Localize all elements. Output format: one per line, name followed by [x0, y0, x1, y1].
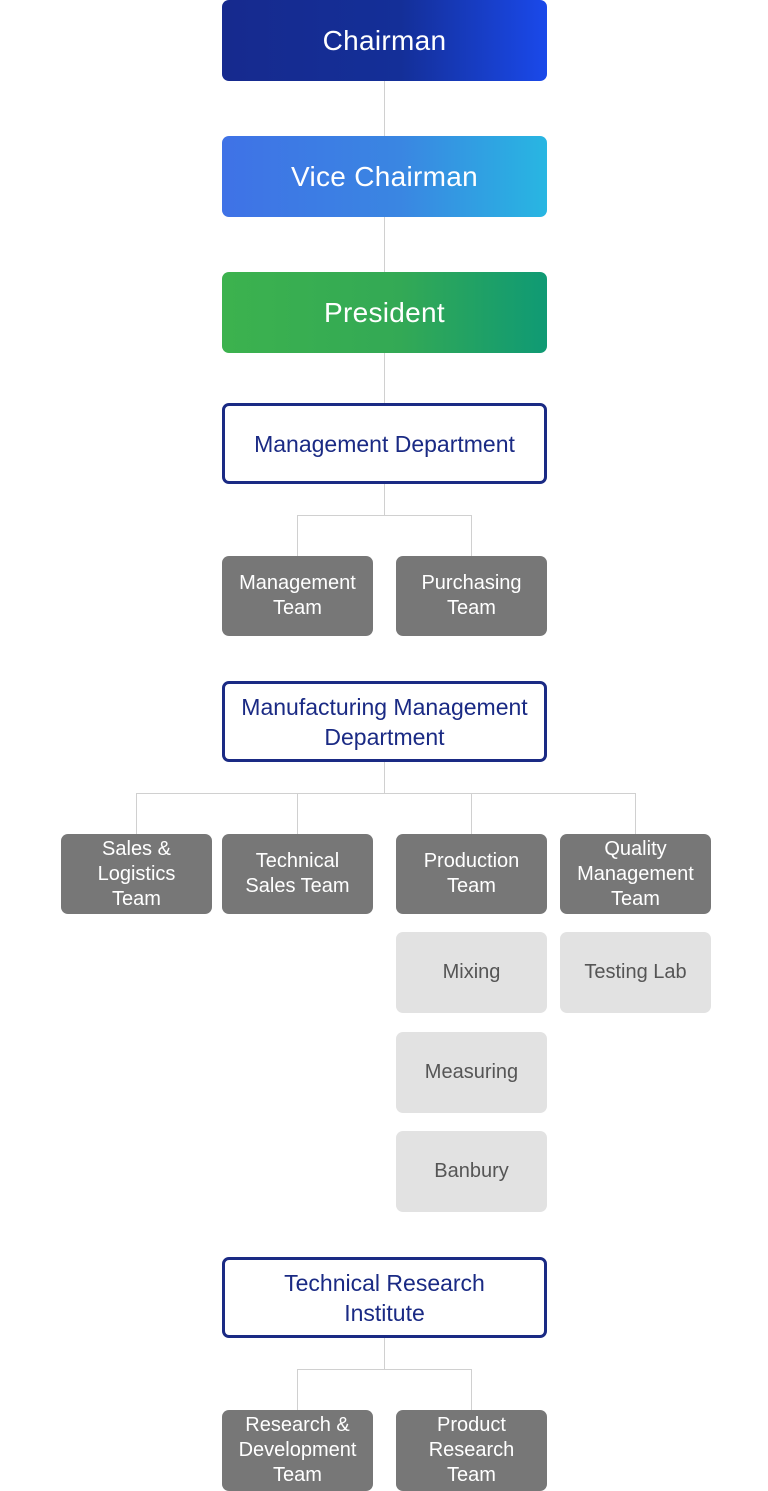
- connector-purchasing-team: [471, 515, 472, 556]
- manufacturing-department-box: Manufacturing Management Department: [222, 681, 547, 762]
- research-institute-box: Technical Research Institute: [222, 1257, 547, 1338]
- president-box: President: [222, 272, 547, 353]
- connector-manufacturing-bar: [136, 793, 636, 794]
- purchasing-team-box: Purchasing Team: [396, 556, 547, 636]
- connector-management-bar: [297, 515, 472, 516]
- quality-management-team-box: Quality Management Team: [560, 834, 711, 914]
- product-research-team-box: Product Research Team: [396, 1410, 547, 1491]
- connector-product-research-team: [471, 1369, 472, 1410]
- connector-manufacturing-stem: [384, 762, 385, 793]
- connector-research-bar: [297, 1369, 472, 1370]
- connector-management-stem: [384, 484, 385, 515]
- connector-research-stem: [384, 1338, 385, 1369]
- management-department-box: Management Department: [222, 403, 547, 484]
- testing-lab-unit-box: Testing Lab: [560, 932, 711, 1013]
- mixing-unit-box: Mixing: [396, 932, 547, 1013]
- rnd-team-box: Research & Development Team: [222, 1410, 373, 1491]
- connector-quality: [635, 793, 636, 834]
- technical-sales-team-box: Technical Sales Team: [222, 834, 373, 914]
- connector-management-team: [297, 515, 298, 556]
- connector-technical-sales: [297, 793, 298, 834]
- connector-rnd-team: [297, 1369, 298, 1410]
- connector-sales-logistics: [136, 793, 137, 834]
- connector-chairman-vice: [384, 81, 385, 136]
- measuring-unit-box: Measuring: [396, 1032, 547, 1113]
- management-team-box: Management Team: [222, 556, 373, 636]
- vice-chairman-box: Vice Chairman: [222, 136, 547, 217]
- connector-vice-president: [384, 217, 385, 272]
- connector-production: [471, 793, 472, 834]
- chairman-box: Chairman: [222, 0, 547, 81]
- connector-president-management: [384, 353, 385, 403]
- sales-logistics-team-box: Sales & Logistics Team: [61, 834, 212, 914]
- production-team-box: Production Team: [396, 834, 547, 914]
- banbury-unit-box: Banbury: [396, 1131, 547, 1212]
